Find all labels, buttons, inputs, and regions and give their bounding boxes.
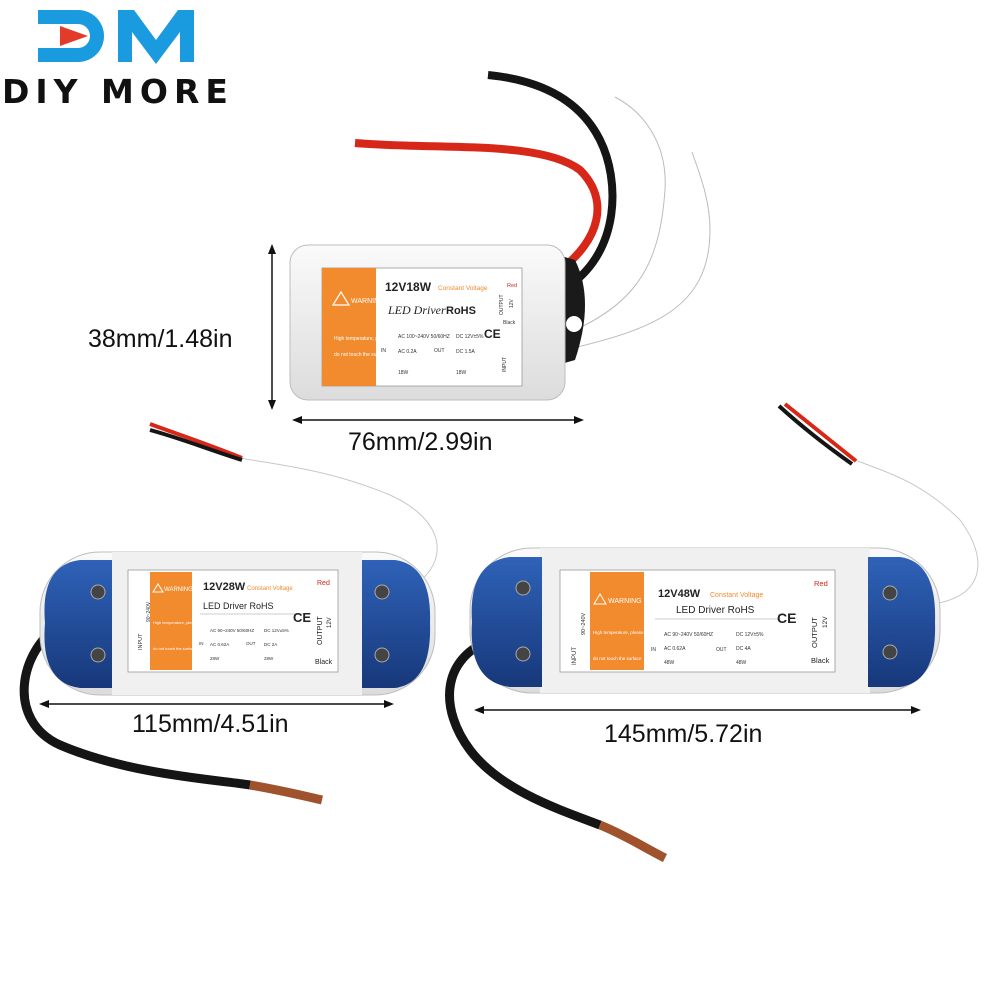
warning-stripe <box>150 572 192 670</box>
brand-wordmark: DIY MORE <box>2 72 234 111</box>
svg-text:Red: Red <box>507 283 517 289</box>
svg-text:DC 1.5A: DC 1.5A <box>456 349 476 355</box>
svg-text:do not touch the surface: do not touch the surface <box>334 352 388 358</box>
svg-text:INPUT: INPUT <box>502 357 508 372</box>
dimension-line-large <box>474 706 921 714</box>
svg-text:WARNING: WARNING <box>608 598 642 605</box>
warning-stripe <box>322 268 376 386</box>
svg-text:OUTPUT: OUTPUT <box>317 616 324 646</box>
svg-text:do not touch the surface: do not touch the surface <box>153 646 197 651</box>
small-height-label: 38mm/1.48in <box>88 325 233 353</box>
warning-stripe <box>590 572 644 670</box>
svg-text:Red: Red <box>814 579 828 588</box>
model-number: 12V48W <box>658 588 701 600</box>
model-number: 12V18W <box>385 280 432 294</box>
screw-icon <box>882 585 898 601</box>
screw-icon <box>515 580 531 596</box>
end-cap-right <box>868 557 936 687</box>
warning-text: WARNING <box>351 298 385 305</box>
dm-logo-mark <box>38 10 194 64</box>
svg-text:IN: IN <box>651 647 656 653</box>
black-input-cable <box>445 635 602 830</box>
svg-text:OUTPUT: OUTPUT <box>810 617 819 648</box>
screw-icon <box>515 646 531 662</box>
svg-text:INPUT: INPUT <box>572 647 578 665</box>
end-cap-left <box>471 557 542 687</box>
svg-text:AC 90~240V 50/60HZ: AC 90~240V 50/60HZ <box>664 632 713 638</box>
model-number: 12V28W <box>203 581 246 593</box>
svg-text:18W: 18W <box>398 370 409 376</box>
svg-text:AC 0.62A: AC 0.62A <box>210 642 229 647</box>
brand-logo: DIY MORE <box>0 0 260 111</box>
svg-text:Constant Voltage: Constant Voltage <box>710 592 763 599</box>
driver-12v48w: INPUT 90~240V WARNING High temperature, … <box>445 402 983 863</box>
dimension-lines-small <box>268 244 584 424</box>
svg-text:IN: IN <box>199 641 204 646</box>
svg-text:INPUT: INPUT <box>138 633 144 650</box>
warning-icon <box>152 583 164 593</box>
large-width-label: 145mm/5.72in <box>604 720 763 748</box>
svg-text:WARNING: WARNING <box>164 587 193 593</box>
svg-text:48W: 48W <box>664 660 675 666</box>
svg-text:High temperature, please: High temperature, please <box>334 336 390 342</box>
svg-text:DC 12V±5%: DC 12V±5% <box>736 632 764 638</box>
warning-icon <box>593 593 607 605</box>
driver-12v18w: WARNING High temperature, please do not … <box>289 71 715 401</box>
svg-text:Black: Black <box>811 656 830 665</box>
end-cap-right <box>362 560 431 688</box>
product-name: LED Driver <box>387 303 446 317</box>
svg-text:DC 12V±5%: DC 12V±5% <box>456 334 484 340</box>
screw-icon <box>90 647 106 663</box>
svg-text:High temperature, please: High temperature, please <box>153 620 199 625</box>
svg-text:18W: 18W <box>456 370 467 376</box>
svg-text:Red: Red <box>317 580 330 587</box>
warning-icon <box>331 290 351 306</box>
ce-mark-icon: CE <box>777 610 796 626</box>
svg-text:OUT: OUT <box>434 348 445 354</box>
product-name: LED Driver RoHS <box>203 601 274 611</box>
ce-mark-icon: CE <box>293 610 311 625</box>
screw-icon <box>882 644 898 660</box>
svg-text:AC 90~240V 50/60HZ: AC 90~240V 50/60HZ <box>210 628 254 633</box>
svg-text:28W: 28W <box>210 656 220 661</box>
svg-text:Constant Voltage: Constant Voltage <box>247 586 293 592</box>
svg-text:28W: 28W <box>264 656 274 661</box>
medium-width-label: 115mm/4.51in <box>132 710 289 738</box>
svg-text:OUTPUT: OUTPUT <box>499 294 505 315</box>
svg-text:OUT: OUT <box>246 641 256 646</box>
svg-text:High temperature, please: High temperature, please <box>593 630 644 635</box>
svg-text:OUT: OUT <box>716 647 727 653</box>
end-cap-left <box>44 560 112 688</box>
dimension-line-medium <box>39 700 394 708</box>
svg-text:AC 100~240V 50/60HZ: AC 100~240V 50/60HZ <box>398 334 450 340</box>
screw-icon <box>90 584 106 600</box>
svg-text:DC 4A: DC 4A <box>736 646 751 652</box>
svg-text:Constant Voltage: Constant Voltage <box>438 285 488 292</box>
svg-text:48W: 48W <box>736 660 747 666</box>
red-wire <box>354 139 602 274</box>
product-name: LED Driver RoHS <box>676 605 755 616</box>
svg-text:Black: Black <box>315 659 333 666</box>
svg-text:do not touch the surface: do not touch the surface <box>593 656 642 661</box>
black-input-cable <box>19 621 251 790</box>
screw-icon <box>374 584 390 600</box>
black-wire <box>487 71 617 289</box>
ce-mark-icon: CE <box>484 327 501 341</box>
svg-text:DC 2A: DC 2A <box>264 642 277 647</box>
svg-text:DC 12V±5%: DC 12V±5% <box>264 628 289 633</box>
screw-icon <box>374 647 390 663</box>
driver-12v28w: INPUT 90~240V WARNING High temperature, … <box>19 422 442 805</box>
svg-text:RoHS: RoHS <box>446 305 476 317</box>
svg-text:AC 0.62A: AC 0.62A <box>664 646 686 652</box>
small-width-label: 76mm/2.99in <box>348 428 493 456</box>
svg-text:90~240V: 90~240V <box>581 612 587 635</box>
svg-text:IN: IN <box>381 348 386 354</box>
svg-text:12V: 12V <box>822 616 829 628</box>
svg-text:12V: 12V <box>327 617 333 628</box>
svg-text:12V: 12V <box>509 298 515 308</box>
svg-text:90~240V: 90~240V <box>146 601 152 622</box>
svg-text:Black: Black <box>503 320 516 326</box>
svg-text:AC 0.2A: AC 0.2A <box>398 349 417 355</box>
